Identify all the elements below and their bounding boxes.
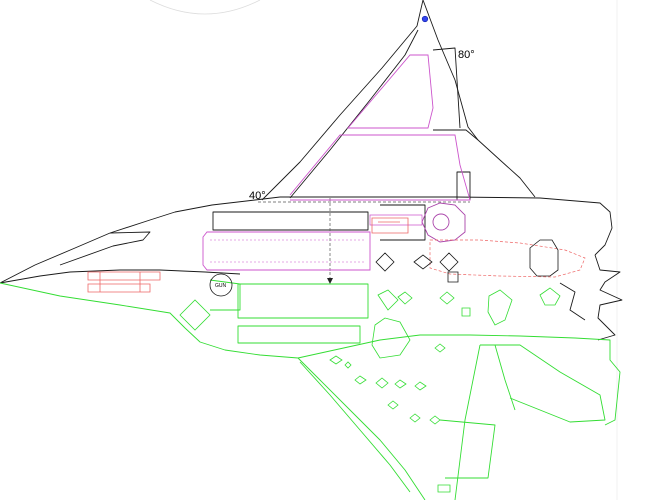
cg-arrow [327, 278, 333, 284]
gun-port-circle [209, 273, 233, 297]
reference-lines [258, 198, 470, 282]
internal-layout [202, 54, 471, 271]
top-view-outline [0, 0, 623, 341]
bottom-view-panels [179, 287, 561, 493]
top-view-panels [375, 239, 559, 283]
sweep-angle-inner-label: 40° [249, 190, 266, 202]
bottom-view-outline [0, 279, 621, 500]
hardware-details [87, 217, 586, 293]
background-arc [149, 0, 261, 15]
gun-label: GUN [215, 283, 227, 289]
sweep-angle-outer-label: 80° [458, 49, 475, 61]
tail-tip-marker [421, 15, 429, 23]
